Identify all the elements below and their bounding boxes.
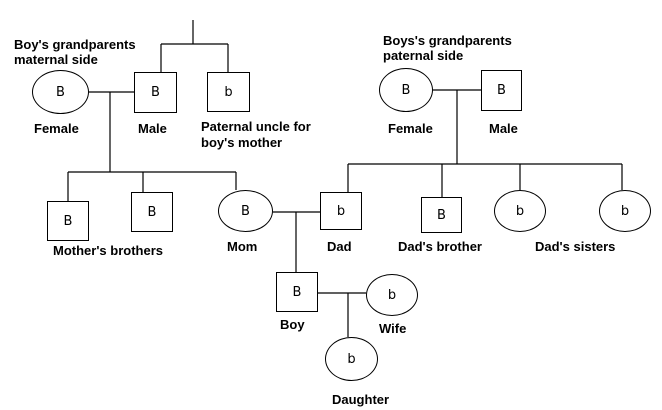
maternal-grandfather-label: Male	[138, 121, 167, 136]
maternal-heading-line-2: maternal side	[14, 52, 98, 67]
paternal-heading-line-2: paternal side	[383, 48, 464, 63]
paternal-grandfather-square: B	[481, 70, 522, 111]
mothers-brothers-label: Mother's brothers	[53, 243, 163, 258]
dad-label: Dad	[327, 239, 352, 254]
boy-square: B	[276, 272, 318, 312]
paternal-heading-line-1: Boys's grandparents	[383, 33, 512, 48]
mom-label: Mom	[227, 239, 258, 254]
uncle-square: b	[207, 72, 250, 112]
dads-sister-2-circle: b	[599, 190, 651, 232]
dads-sister-1-circle: b	[494, 190, 546, 232]
boy-label: Boy	[280, 317, 305, 332]
maternal-grandfather-square: B	[134, 72, 177, 113]
wife-label: Wife	[379, 321, 407, 336]
uncle-label-line-2: boy's mother	[201, 135, 283, 150]
dads-brother-square: B	[421, 197, 462, 233]
dads-brother-label: Dad's brother	[398, 239, 482, 254]
dads-sisters-label: Dad's sisters	[535, 239, 616, 254]
paternal-grandfather-label: Male	[489, 121, 518, 136]
mothers-brother-2-square: B	[131, 192, 173, 232]
mothers-brother-1-square: B	[47, 201, 89, 241]
daughter-label: Daughter	[332, 392, 390, 407]
wife-circle: b	[366, 274, 418, 316]
maternal-heading-line-1: Boy's grandparents	[14, 37, 136, 52]
paternal-grandmother-label: Female	[388, 121, 433, 136]
mom-circle: B	[218, 190, 273, 232]
dad-square: b	[320, 192, 362, 230]
daughter-circle: b	[325, 337, 378, 381]
maternal-grandmother-label: Female	[34, 121, 79, 136]
uncle-label-line-1: Paternal uncle for	[201, 119, 311, 134]
maternal-grandmother-circle: B	[32, 70, 89, 114]
paternal-grandmother-circle: B	[379, 68, 433, 112]
